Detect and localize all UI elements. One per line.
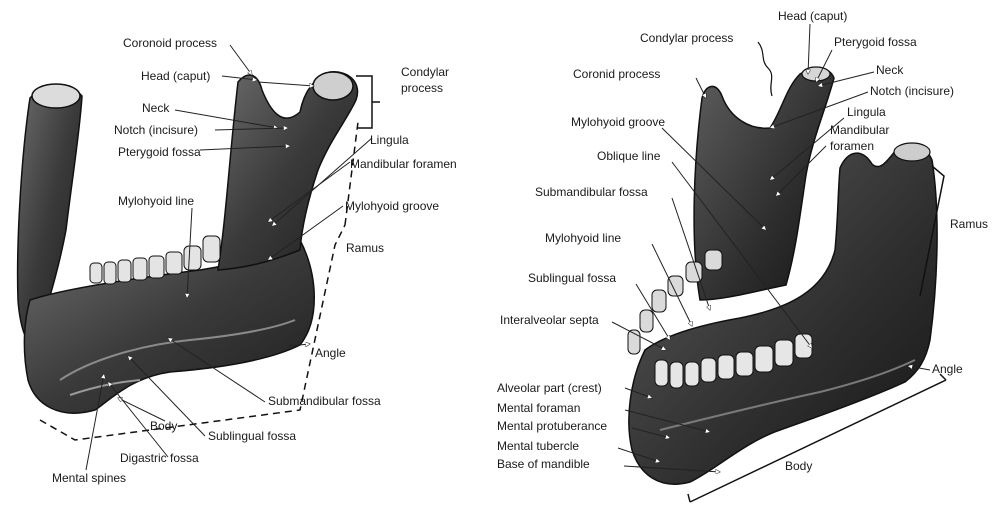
left-mandible-illustration [18,72,380,440]
label-pterygoid-fossa-r: Pterygoid fossa [834,35,917,49]
label-angle: Angle [315,346,346,360]
label-mylohyoid-groove-r: Mylohyoid groove [571,115,665,129]
label-ramus: Ramus [346,241,384,255]
label-mandibular-foramen-r1: Mandibular [830,123,889,137]
label-sublingual-fossa-r: Sublingual fossa [528,271,616,285]
label-submandibular-fossa-r: Submandibular fossa [535,185,648,199]
label-angle-r: Angle [932,362,963,376]
label-base-of-mandible-r: Base of mandible [497,457,590,471]
label-ramus-r: Ramus [950,217,988,231]
label-mental-spines: Mental spines [52,471,126,485]
label-condylar-process-r: Condylar process [640,31,733,45]
label-sublingual-fossa: Sublingual fossa [208,429,296,443]
label-mylohyoid-line: Mylohyoid line [118,194,194,208]
label-body-r: Body [785,459,812,473]
label-notch-incisure-r: Notch (incisure) [870,84,954,98]
label-condylar-process-1: Condylar [401,65,449,79]
label-neck-r: Neck [876,63,904,77]
label-neck: Neck [142,101,170,115]
label-interalveolar-septa-r: Interalveolar septa [500,313,599,327]
label-pterygoid-fossa: Pterygoid fossa [118,145,201,159]
label-head-caput: Head (caput) [141,69,210,83]
label-submandibular-fossa: Submandibular fossa [268,394,381,408]
label-mylohyoid-line-r: Mylohyoid line [545,231,621,245]
label-alveolar-part-r: Alveolar part (crest) [497,381,602,395]
label-mental-tubercle-r: Mental tubercle [497,439,579,453]
label-mandibular-foramen-r2: foramen [830,139,874,153]
label-mylohyoid-groove: Mylohyoid groove [345,199,439,213]
label-oblique-line-r: Oblique line [597,149,661,163]
label-coronoid-process-r: Coronid process [573,67,660,81]
label-head-caput-r: Head (caput) [778,9,847,23]
label-notch-incisure: Notch (incisure) [114,123,198,137]
right-mandible-illustration [628,42,946,502]
label-lingula: Lingula [370,133,409,147]
label-mandibular-foramen: Mandibular foramen [350,157,457,171]
label-body: Body [150,419,177,433]
label-lingula-r: Lingula [847,105,886,119]
label-mental-protuberance-r: Mental protuberance [497,419,607,433]
label-digastric-fossa: Digastric fossa [120,451,199,465]
label-coronoid-process: Coronoid process [123,36,217,50]
label-mental-foramen-r: Mental foraman [497,401,580,415]
label-condylar-process-2: process [401,81,443,95]
